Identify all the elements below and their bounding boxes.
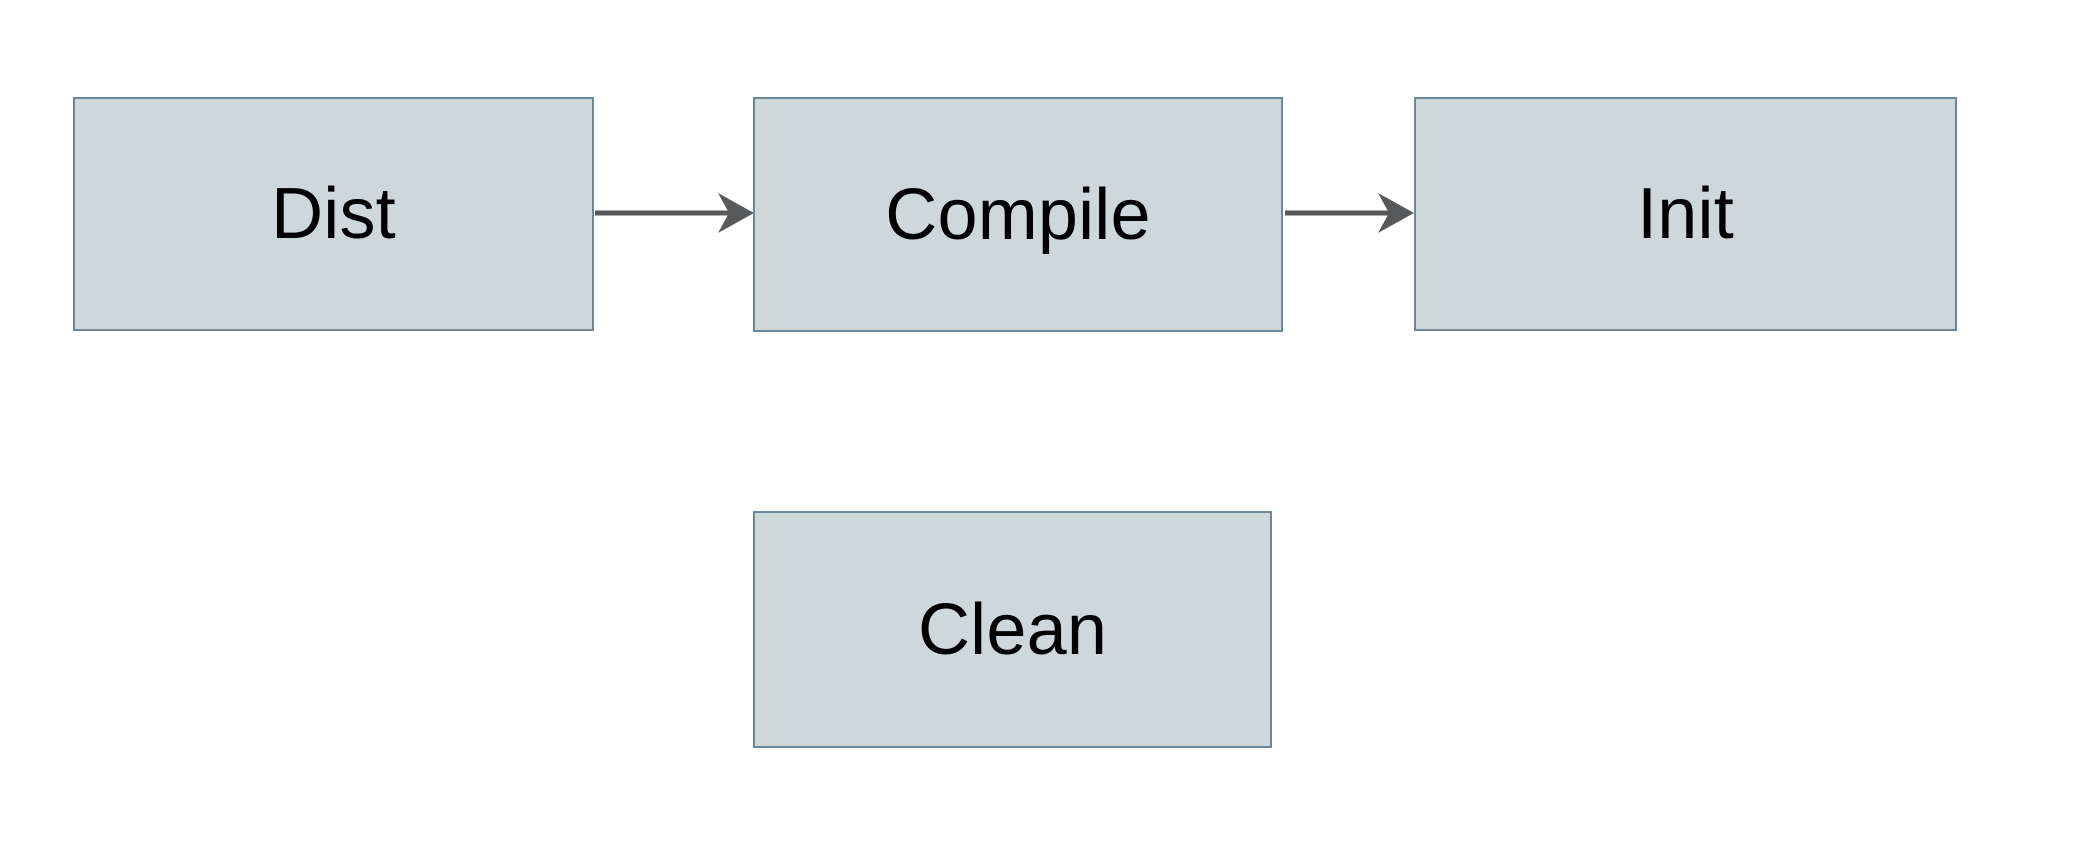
edge-dist-to-compile[interactable] bbox=[590, 180, 760, 246]
edge-compile-to-init[interactable] bbox=[1280, 180, 1420, 246]
node-dist[interactable]: Dist bbox=[73, 97, 594, 331]
node-init-label: Init bbox=[1637, 174, 1734, 254]
node-compile-label: Compile bbox=[885, 174, 1151, 255]
node-compile[interactable]: Compile bbox=[753, 97, 1283, 332]
node-clean-label: Clean bbox=[917, 589, 1108, 670]
edge-compile-to-init-arrowhead-icon bbox=[1378, 193, 1414, 233]
node-clean[interactable]: Clean bbox=[753, 511, 1272, 748]
edge-dist-to-compile-arrowhead-icon bbox=[718, 193, 754, 233]
node-init[interactable]: Init bbox=[1414, 97, 1957, 331]
node-dist-label: Dist bbox=[271, 174, 396, 254]
